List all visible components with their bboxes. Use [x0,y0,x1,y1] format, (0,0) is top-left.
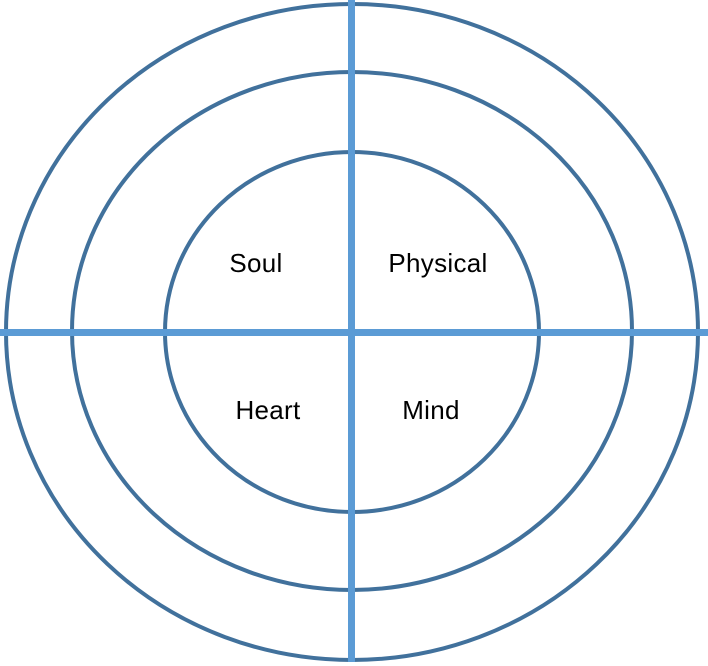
quadrant-label-physical: Physical [388,248,488,278]
quadrant-label-heart: Heart [235,395,301,425]
quadrant-label-soul: Soul [229,248,283,278]
quadrant-label-mind: Mind [402,395,460,425]
